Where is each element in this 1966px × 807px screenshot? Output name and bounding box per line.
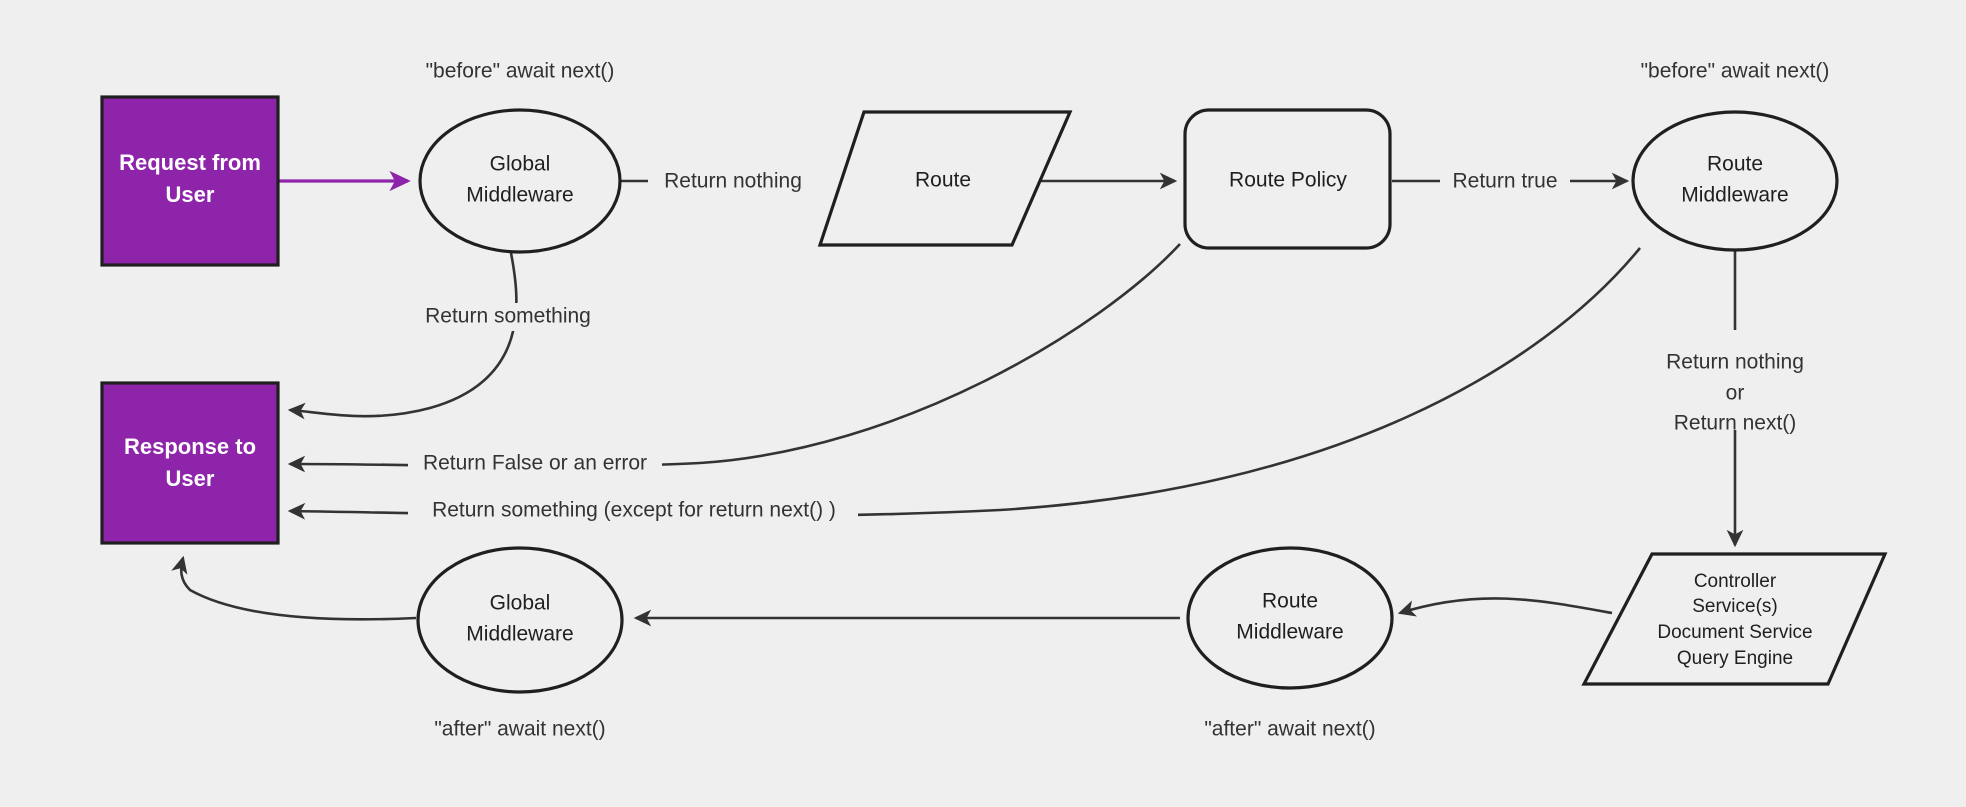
- edge-label-return-nothing-or-next-line3: Return next(): [1674, 412, 1797, 435]
- edge-label-return-nothing-or-next-line2: or: [1726, 382, 1745, 405]
- node-global-middleware-before-label-line2: Middleware: [466, 184, 573, 207]
- edge-label-return-something-text: Return something: [425, 305, 591, 328]
- edge-label-return-nothing-text: Return nothing: [664, 170, 802, 193]
- node-route-middleware-before[interactable]: Route Middleware: [1631, 110, 1839, 252]
- edge-label-return-nothing-or-next-line1: Return nothing: [1666, 351, 1804, 374]
- edge-label-return-something: Return something: [410, 303, 606, 331]
- node-response-to-user-label-line2: User: [166, 466, 215, 491]
- node-route-middleware-after-label-line1: Route: [1262, 590, 1318, 613]
- edge-label-return-false-or-error: Return False or an error: [408, 451, 662, 479]
- edge-global-middleware-after-to-response: [171, 555, 417, 621]
- node-global-middleware-after-label-line2: Middleware: [466, 623, 573, 646]
- edge-label-return-something-except-next-text: Return something (except for return next…: [432, 499, 836, 522]
- node-controller-stack[interactable]: Controller Service(s) Document Service Q…: [1581, 552, 1888, 686]
- annotation-before-await-next-route: "before" await next(): [1641, 60, 1830, 83]
- node-route-middleware-after[interactable]: Route Middleware: [1186, 546, 1394, 690]
- node-route-policy-label: Route Policy: [1229, 169, 1347, 192]
- annotation-after-await-next-route: "after" await next(): [1204, 718, 1375, 741]
- node-controller-stack-label-line3: Document Service: [1657, 622, 1812, 643]
- node-route-policy[interactable]: Route Policy: [1183, 108, 1392, 250]
- node-route[interactable]: Route: [817, 110, 1073, 247]
- edge-label-return-nothing-or-next: Return nothing or Return next(): [1630, 338, 1842, 435]
- node-response-to-user-label-line1: Response to: [124, 434, 256, 459]
- node-global-middleware-after-label-line1: Global: [490, 592, 551, 615]
- node-controller-stack-label-line1: Controller: [1694, 571, 1777, 592]
- node-route-middleware-before-label-line2: Middleware: [1681, 184, 1788, 207]
- node-response-to-user[interactable]: Response to User: [100, 381, 280, 545]
- edge-label-return-true: Return true: [1440, 168, 1570, 194]
- node-controller-stack-label-line2: Service(s): [1692, 596, 1778, 617]
- node-request-from-user[interactable]: Request from User: [100, 95, 280, 267]
- node-route-middleware-after-label-line2: Middleware: [1236, 621, 1343, 644]
- edge-global-middleware-to-response-return-something: [287, 252, 518, 420]
- node-route-label: Route: [915, 169, 971, 192]
- node-global-middleware-before-label-line1: Global: [490, 153, 551, 176]
- edge-label-return-true-text: Return true: [1452, 170, 1557, 193]
- node-global-middleware-before[interactable]: Global Middleware: [418, 108, 622, 254]
- node-controller-stack-label-line4: Query Engine: [1677, 648, 1793, 669]
- node-global-middleware-after[interactable]: Global Middleware: [416, 546, 624, 694]
- annotation-after-await-next-global: "after" await next(): [434, 718, 605, 741]
- edge-label-return-false-or-error-text: Return False or an error: [423, 452, 647, 475]
- annotation-before-await-next-global: "before" await next(): [426, 60, 615, 83]
- node-request-from-user-label-line2: User: [166, 182, 215, 207]
- edge-controller-stack-to-route-middleware-after: [1397, 597, 1613, 617]
- node-route-middleware-before-label-line1: Route: [1707, 153, 1763, 176]
- edge-label-return-nothing: Return nothing: [648, 168, 834, 194]
- node-request-from-user-label-line1: Request from: [119, 150, 261, 175]
- edge-label-return-something-except-next: Return something (except for return next…: [408, 497, 858, 525]
- edge-route-policy-to-response-return-false: [287, 243, 1181, 473]
